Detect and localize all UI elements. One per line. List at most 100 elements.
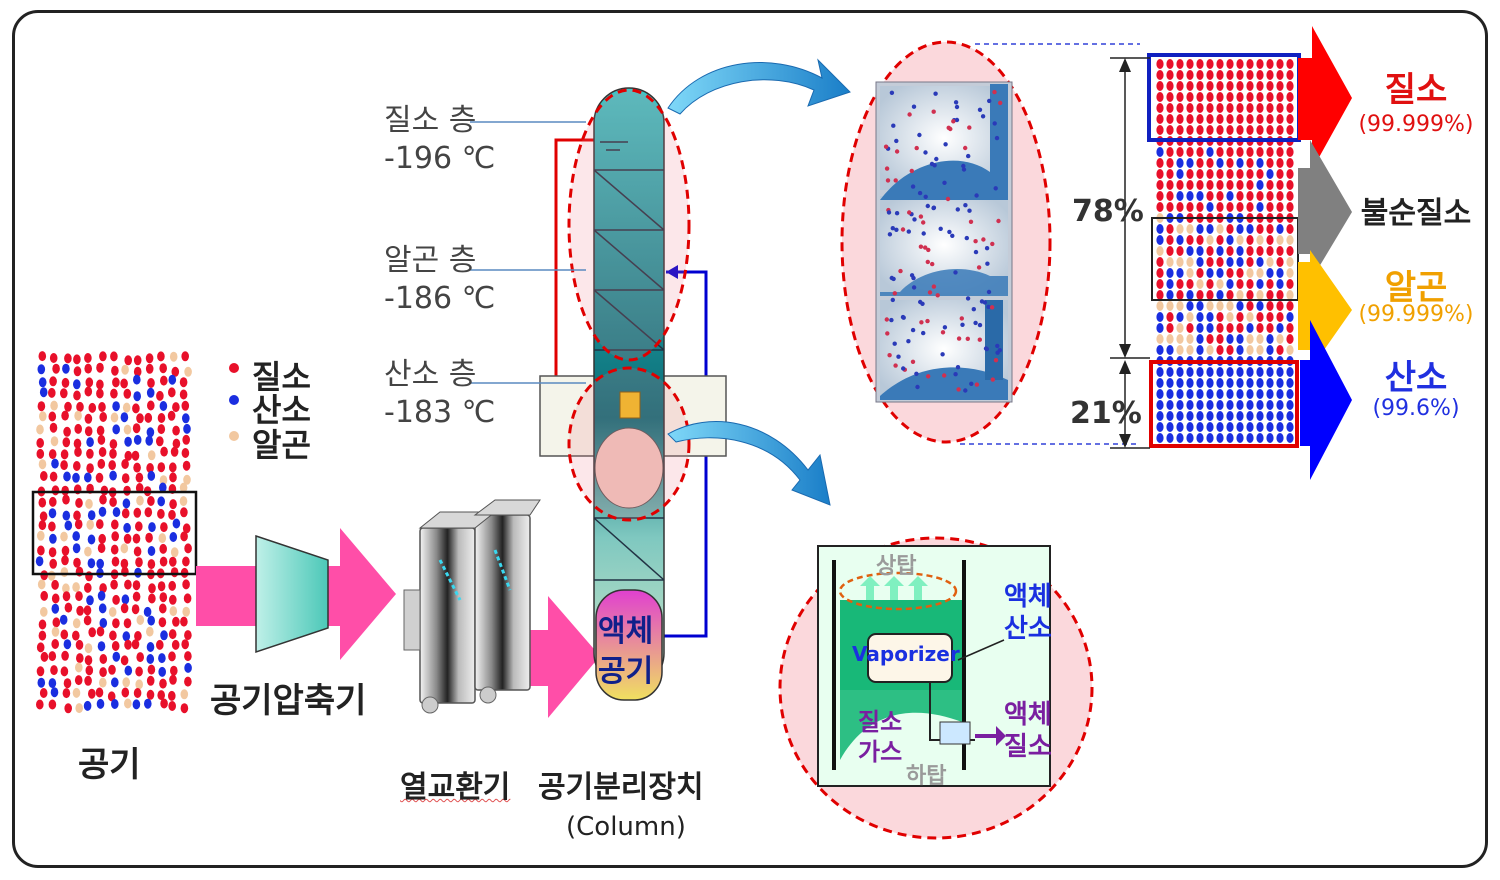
air-sample-box	[31, 490, 198, 576]
composition-particle	[1166, 312, 1174, 322]
composition-particle	[1266, 279, 1274, 289]
composition-particle	[1176, 389, 1184, 399]
composition-particle	[1276, 147, 1284, 157]
air-particle	[111, 699, 119, 709]
air-particle	[167, 410, 176, 421]
composition-particle	[1176, 147, 1184, 157]
air-particle	[180, 616, 188, 627]
air-particle	[84, 386, 93, 397]
composition-particle	[1186, 180, 1194, 190]
air-particle	[159, 475, 168, 486]
air-particle	[61, 410, 69, 421]
composition-particle	[1226, 334, 1234, 344]
composition-particle	[1276, 191, 1284, 201]
composition-particle	[1286, 367, 1294, 377]
air-particle	[133, 366, 142, 377]
composition-particle	[1226, 389, 1234, 399]
composition-particle	[1216, 125, 1224, 135]
composition-particle	[1226, 114, 1234, 124]
argon-layer-label: 알곤 층	[384, 243, 477, 278]
tray-particle	[914, 145, 919, 151]
composition-particle	[1226, 378, 1234, 388]
composition-particle	[1216, 114, 1224, 124]
composition-particle	[1216, 235, 1224, 245]
air-particle	[62, 510, 71, 521]
air-particle	[120, 412, 129, 423]
composition-particle	[1276, 422, 1284, 432]
air-particle	[40, 651, 49, 662]
impure-nitrogen-output-arrow	[1298, 140, 1352, 282]
composition-particle	[1286, 301, 1294, 311]
air-particle	[84, 353, 92, 363]
air-particle	[109, 497, 117, 507]
composition-particle	[1196, 345, 1204, 355]
air-particle	[111, 556, 120, 567]
composition-particle	[1216, 202, 1224, 212]
air-particle	[83, 615, 92, 626]
air-particle	[144, 507, 153, 518]
composition-particle	[1206, 147, 1214, 157]
air-particle	[76, 401, 84, 412]
composition-particle	[1246, 114, 1254, 124]
composition-particle	[1246, 312, 1254, 322]
air-particle	[84, 643, 93, 654]
air-particle	[38, 630, 47, 641]
composition-particle	[1236, 334, 1244, 344]
composition-particle	[1156, 158, 1164, 168]
air-particle	[124, 579, 132, 590]
composition-particle	[1196, 334, 1204, 344]
tray-particle	[956, 336, 962, 341]
tray-particle	[951, 119, 956, 124]
tray-particle	[921, 220, 926, 225]
composition-particle	[1216, 257, 1224, 267]
air-particle	[157, 690, 165, 701]
nitrogen-output-name: 질소	[1384, 70, 1448, 110]
air-particle	[72, 618, 81, 629]
air-particle	[50, 665, 58, 676]
tray-particle	[921, 330, 926, 336]
tray-particle	[909, 168, 914, 174]
air-particle	[145, 363, 154, 374]
air-particle	[168, 690, 176, 701]
air-particle	[100, 485, 109, 496]
composition-particle	[1166, 158, 1174, 168]
composition-particle	[1166, 246, 1174, 256]
composition-particle	[1206, 59, 1214, 69]
air-particle	[182, 460, 191, 471]
air-particle	[169, 351, 178, 362]
composition-particle	[1206, 246, 1214, 256]
air-particle	[112, 594, 120, 605]
tray-particle	[927, 290, 933, 295]
composition-particle	[1156, 81, 1164, 91]
air-particle	[73, 438, 82, 449]
composition-particle	[1206, 345, 1214, 355]
composition-particle	[1266, 224, 1274, 234]
composition-particle	[1276, 378, 1284, 388]
composition-particle	[1166, 70, 1174, 80]
composition-particle	[1206, 125, 1214, 135]
composition-particle	[1226, 301, 1234, 311]
tray-particle	[910, 184, 916, 189]
air-particle	[111, 677, 119, 688]
air-particle	[121, 508, 130, 519]
air-particle	[60, 666, 69, 677]
composition-particle	[1196, 301, 1204, 311]
composition-particle	[1256, 389, 1264, 399]
composition-particle	[1196, 147, 1204, 157]
composition-particle	[1186, 378, 1194, 388]
liquid-air-label-1: 액체	[598, 614, 654, 649]
air-particle	[48, 411, 57, 422]
air-particle	[179, 377, 188, 388]
air-particle	[169, 674, 177, 685]
tray-particle	[931, 284, 937, 289]
composition-particle	[1156, 147, 1164, 157]
tray-particle	[989, 305, 995, 310]
air-particle	[157, 508, 165, 519]
composition-particle	[1226, 125, 1234, 135]
composition-particle	[1266, 290, 1274, 300]
composition-particle	[1286, 70, 1294, 80]
air-particle	[184, 543, 192, 554]
air-particle	[63, 678, 72, 689]
tray-particle	[973, 320, 978, 326]
tray-particle	[961, 163, 966, 169]
